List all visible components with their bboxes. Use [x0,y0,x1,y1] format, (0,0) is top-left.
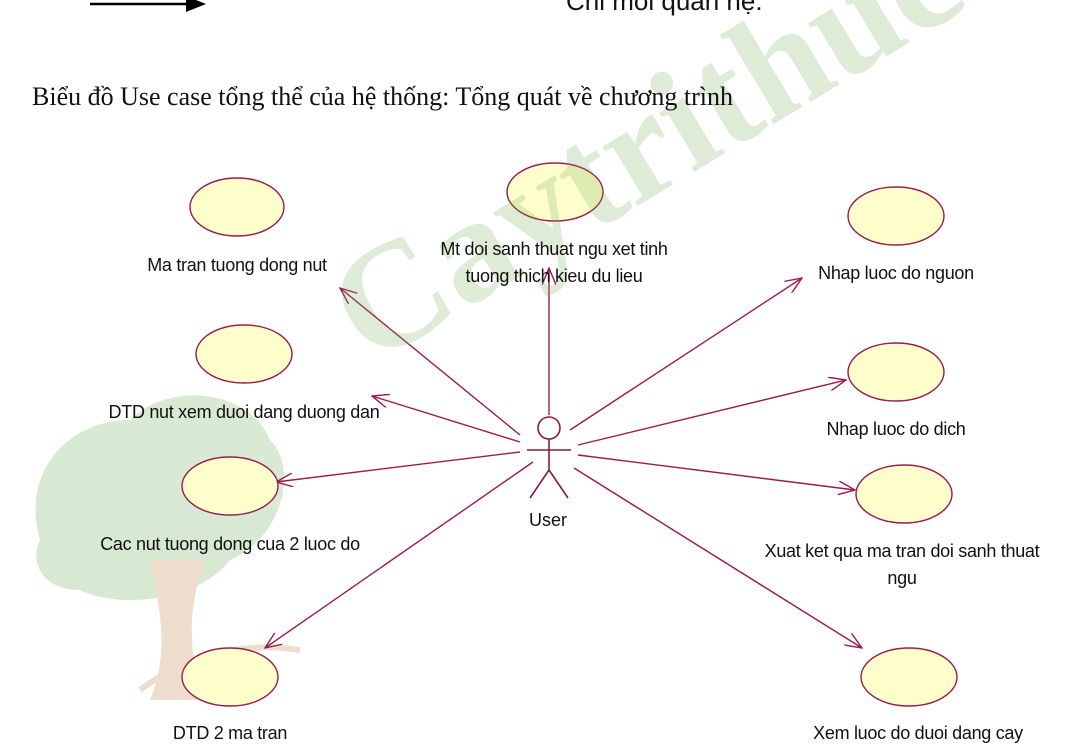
assoc-dtd-nut-xem [372,396,521,443]
actor-user-figure [527,416,571,499]
use-case-ellipse-dtd-nut-xem [195,324,293,384]
actor-label: User [529,510,568,530]
use-case-label-ma-tran-tuong-dong-nut: Ma tran tuong dong nut [147,255,327,275]
use-case-label-dtd-nut-xem: DTD nut xem duoi dang duong dan [108,402,380,422]
use-case-ellipse-dtd-2-ma-tran [181,647,279,707]
use-case-label-xuat-ket-qua: Xuat ket qua ma tran doi sanh thuat ngu [764,541,1040,588]
use-case-ellipse-xem-luoc-do [860,647,958,707]
use-case-label-xem-luoc-do: Xem luoc do duoi dang cay [813,723,1023,743]
legend-arrowhead [186,0,206,12]
assoc-ma-tran-tuong-dong-nut [340,288,521,436]
use-case-ellipse-ma-tran-tuong-dong-nut [189,177,285,237]
assoc-nhap-luoc-do-nguon [569,278,802,431]
top-caption: Chỉ mối quan hệ. [566,0,763,16]
assoc-nhap-luoc-do-dich [577,380,846,446]
use-case-label-cac-nut-tuong-dong: Cac nut tuong dong cua 2 luoc do [100,534,360,554]
assoc-dtd-2-ma-tran [265,461,534,648]
use-case-label-mt-doi-sanh: Mt doi sanh thuat ngu xet tinh tuong thi… [440,239,668,286]
use-case-ellipse-nhap-luoc-do-dich [847,342,945,402]
use-case-ellipse-xuat-ket-qua [855,464,953,524]
use-case-label-nhap-luoc-do-dich: Nhap luoc do dich [826,419,966,439]
assoc-xem-luoc-do [573,467,862,648]
use-case-label-dtd-2-ma-tran: DTD 2 ma tran [172,723,288,743]
use-case-ellipse-mt-doi-sanh [506,162,604,222]
actor-right-leg [548,469,569,499]
assoc-xuat-ket-qua [577,454,855,490]
actor-head [537,416,561,440]
use-case-ellipse-nhap-luoc-do-nguon [847,186,945,246]
diagram-heading: Biểu đồ Use case tổng thể của hệ thống: … [32,82,734,111]
actor-left-leg [529,469,550,499]
use-case-ellipse-cac-nut-tuong-dong [181,456,279,516]
assoc-cac-nut-tuong-dong [276,451,521,482]
use-case-label-nhap-luoc-do-nguon: Nhap luoc do nguon [818,263,974,283]
